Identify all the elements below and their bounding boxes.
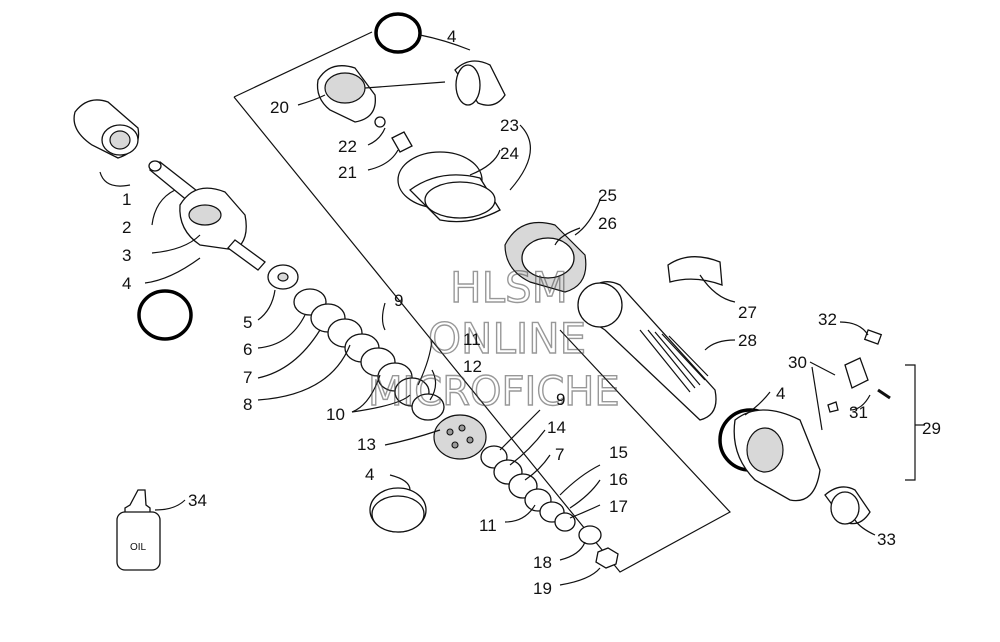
callout-6: 6 <box>243 340 252 359</box>
part-4-band-lower <box>369 487 427 533</box>
part-30-fitting <box>844 357 869 389</box>
callout-1: 1 <box>122 190 131 209</box>
part-4-o-ring-left <box>137 289 193 341</box>
part-13-piston <box>433 414 487 460</box>
callout-31: 31 <box>849 403 868 422</box>
callout-7b: 7 <box>555 445 564 464</box>
callout-10: 10 <box>326 405 345 424</box>
oil-label: OIL <box>130 542 147 553</box>
callout-30: 30 <box>788 353 807 372</box>
callout-25: 25 <box>598 186 617 205</box>
part-1-bushing <box>73 99 140 159</box>
callout-27: 27 <box>738 303 757 322</box>
callout-29: 29 <box>922 419 941 438</box>
part-27-bumper <box>667 256 723 286</box>
leader-lines <box>99 34 925 586</box>
part-28-damper-body <box>577 281 717 421</box>
part-23-24-piston-rings <box>397 151 501 223</box>
callout-20: 20 <box>270 98 289 117</box>
part-lower-body-eye <box>733 409 821 502</box>
callout-33: 33 <box>877 530 896 549</box>
watermark: HLSM ONLINE MICROFICHE <box>367 262 620 415</box>
part-31-pin <box>877 388 891 400</box>
shim-stack <box>267 264 445 421</box>
part-4-band-top <box>454 60 506 106</box>
part-20-reservoir-cap <box>316 65 376 123</box>
callout-9a: 9 <box>394 291 403 310</box>
callout-18: 18 <box>533 553 552 572</box>
callout-7a: 7 <box>243 368 252 387</box>
callout-16: 16 <box>609 470 628 489</box>
part-25-26-spanner-nut <box>504 221 587 293</box>
callout-19: 19 <box>533 579 552 598</box>
part-3-shaft-eye <box>179 187 266 271</box>
callout-22: 22 <box>338 137 357 156</box>
callout-28: 28 <box>738 331 757 350</box>
kit-box-top <box>233 31 373 98</box>
callout-4-left: 4 <box>122 274 131 293</box>
callout-21: 21 <box>338 163 357 182</box>
part-33-bushing <box>824 486 871 525</box>
part-4-o-ring-top <box>374 12 422 54</box>
callout-8: 8 <box>243 395 252 414</box>
callout-23: 23 <box>500 116 519 135</box>
callout-32: 32 <box>818 310 837 329</box>
callout-26: 26 <box>598 214 617 233</box>
watermark-line1: HLSM <box>450 263 568 312</box>
callout-3: 3 <box>122 246 131 265</box>
part-small-plug <box>827 401 839 413</box>
callout-9b: 9 <box>556 390 565 409</box>
watermark-line2: ONLINE <box>428 314 586 363</box>
callout-labels: 1 2 3 4 4 4 4 5 6 7 8 9 10 11 12 13 9 14… <box>122 27 941 598</box>
callout-17: 17 <box>609 497 628 516</box>
part-21-valve <box>391 131 413 153</box>
callout-4-top: 4 <box>447 27 456 46</box>
callout-12: 12 <box>463 357 482 376</box>
callout-2: 2 <box>122 218 131 237</box>
shim-stack-lower <box>480 445 619 569</box>
part-34-oil-bottle <box>116 489 161 571</box>
callout-34: 34 <box>188 491 207 510</box>
callout-13: 13 <box>357 435 376 454</box>
watermark-line3: MICROFICHE <box>368 369 620 415</box>
part-32-screw <box>863 329 883 345</box>
callout-15: 15 <box>609 443 628 462</box>
kit-box-outline <box>233 96 731 573</box>
callout-4-right: 4 <box>776 384 785 403</box>
callout-14: 14 <box>547 418 566 437</box>
callout-11b: 11 <box>479 516 497 535</box>
callout-24: 24 <box>500 144 519 163</box>
callout-11a: 11 <box>463 330 481 349</box>
callout-4-lower: 4 <box>365 465 374 484</box>
callout-5: 5 <box>243 313 252 332</box>
part-22-small-o-ring <box>374 116 386 128</box>
